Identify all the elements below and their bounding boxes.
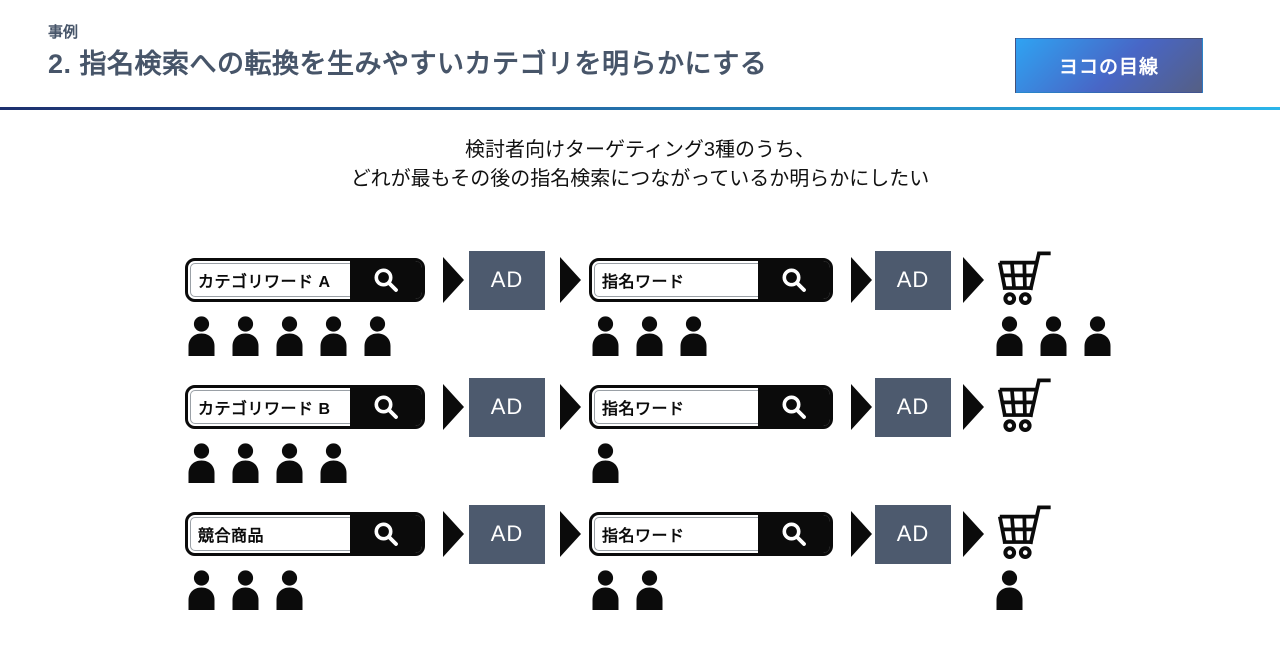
search-box: 競合商品 xyxy=(185,512,425,556)
purchase-cell xyxy=(993,504,1055,610)
cart-icon xyxy=(997,378,1051,432)
search-query: カテゴリワード A xyxy=(188,261,350,299)
purchasers-group xyxy=(993,570,1055,610)
person-icon xyxy=(592,316,619,356)
person-icon xyxy=(592,570,619,610)
funnel-row-category-a: カテゴリワード A AD xyxy=(185,250,1114,356)
person-icon xyxy=(276,316,303,356)
lead-text: 検討者向けターゲティング3種のうち、 どれが最もその後の指名検索につながっている… xyxy=(0,136,1280,194)
perspective-badge-button[interactable]: ヨコの目線 xyxy=(1015,38,1203,93)
purchase-cell xyxy=(993,250,1114,356)
search-button xyxy=(350,515,422,553)
first-search-cell: カテゴリワード B xyxy=(185,377,425,483)
searchers-group xyxy=(589,316,833,356)
right-arrow-icon xyxy=(963,511,984,557)
person-icon xyxy=(320,316,347,356)
person-icon xyxy=(232,443,259,483)
search-icon xyxy=(782,395,806,419)
first-search-cell: カテゴリワード A xyxy=(185,250,425,356)
search-query: 指名ワード xyxy=(592,515,758,553)
search-query: 指名ワード xyxy=(592,261,758,299)
purchase-cell xyxy=(993,377,1055,483)
ad-box: AD xyxy=(875,377,951,437)
searchers-group xyxy=(589,570,833,610)
second-search-cell: 指名ワード xyxy=(589,504,833,610)
right-arrow-icon xyxy=(560,511,581,557)
right-arrow-icon xyxy=(851,511,872,557)
person-icon xyxy=(320,443,347,483)
right-arrow-icon xyxy=(560,257,581,303)
person-icon xyxy=(1040,316,1067,356)
search-icon xyxy=(782,522,806,546)
search-button xyxy=(758,515,830,553)
right-arrow-icon xyxy=(443,511,464,557)
searchers-group xyxy=(185,570,425,610)
funnel-row-category-b: カテゴリワード B AD xyxy=(185,377,1114,483)
search-button xyxy=(350,388,422,426)
right-arrow-icon xyxy=(963,257,984,303)
search-button xyxy=(758,261,830,299)
ad-box: AD xyxy=(875,504,951,564)
second-search-cell: 指名ワード xyxy=(589,377,833,483)
right-arrow-icon xyxy=(443,257,464,303)
ad-box: AD xyxy=(875,250,951,310)
person-icon xyxy=(996,316,1023,356)
ad-box: AD xyxy=(469,377,545,437)
person-icon xyxy=(996,570,1023,610)
purchasers-group xyxy=(993,443,1055,483)
ad-box: AD xyxy=(469,250,545,310)
right-arrow-icon xyxy=(963,384,984,430)
search-box: 指名ワード xyxy=(589,385,833,429)
searchers-group xyxy=(185,316,425,356)
person-icon xyxy=(1084,316,1111,356)
person-icon xyxy=(364,316,391,356)
person-icon xyxy=(188,570,215,610)
first-search-cell: 競合商品 xyxy=(185,504,425,610)
search-query: 競合商品 xyxy=(188,515,350,553)
right-arrow-icon xyxy=(443,384,464,430)
funnel-diagram: カテゴリワード A AD xyxy=(185,250,1114,610)
searchers-group xyxy=(589,443,833,483)
page-title: 2. 指名検索への転換を生みやすいカテゴリを明らかにする xyxy=(48,49,768,79)
person-icon xyxy=(592,443,619,483)
person-icon xyxy=(188,316,215,356)
right-arrow-icon xyxy=(851,257,872,303)
search-query: カテゴリワード B xyxy=(188,388,350,426)
second-search-cell: 指名ワード xyxy=(589,250,833,356)
search-box: 指名ワード xyxy=(589,512,833,556)
search-icon xyxy=(374,395,398,419)
person-icon xyxy=(232,570,259,610)
search-icon xyxy=(374,268,398,292)
search-icon xyxy=(782,268,806,292)
cart-icon xyxy=(997,251,1051,305)
search-box: 指名ワード xyxy=(589,258,833,302)
eyebrow-label: 事例 xyxy=(48,24,79,41)
person-icon xyxy=(636,316,663,356)
right-arrow-icon xyxy=(851,384,872,430)
search-icon xyxy=(374,522,398,546)
ad-box: AD xyxy=(469,504,545,564)
searchers-group xyxy=(185,443,425,483)
person-icon xyxy=(276,443,303,483)
person-icon xyxy=(232,316,259,356)
funnel-row-competitor: 競合商品 AD 指名ワード xyxy=(185,504,1114,610)
header-divider xyxy=(0,107,1280,110)
search-query: 指名ワード xyxy=(592,388,758,426)
cart-icon xyxy=(997,505,1051,559)
search-button xyxy=(758,388,830,426)
person-icon xyxy=(680,316,707,356)
right-arrow-icon xyxy=(560,384,581,430)
purchasers-group xyxy=(993,316,1114,356)
person-icon xyxy=(276,570,303,610)
lead-line-2: どれが最もその後の指名検索につながっているか明らかにしたい xyxy=(350,168,930,190)
slide-header: 事例 2. 指名検索への転換を生みやすいカテゴリを明らかにする xyxy=(48,24,767,82)
search-box: カテゴリワード A xyxy=(185,258,425,302)
lead-line-1: 検討者向けターゲティング3種のうち、 xyxy=(465,139,815,161)
person-icon xyxy=(636,570,663,610)
search-button xyxy=(350,261,422,299)
search-box: カテゴリワード B xyxy=(185,385,425,429)
person-icon xyxy=(188,443,215,483)
